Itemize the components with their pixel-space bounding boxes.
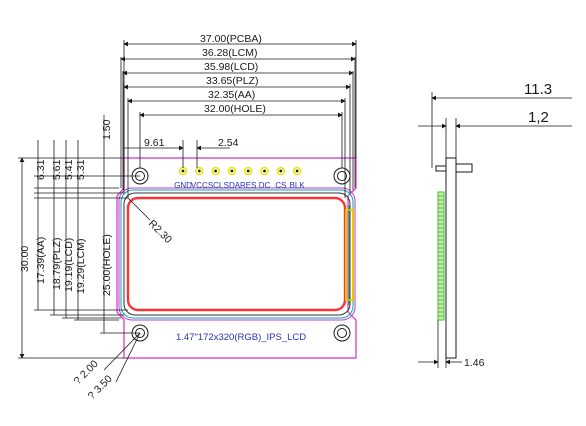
left-dimensions: 6.31 5.61 5.41 5.31 1.50 30.00 17.39(AA)… bbox=[18, 115, 140, 359]
pin-label-vcc: VCC bbox=[191, 181, 208, 190]
lcm-outline bbox=[118, 187, 356, 321]
pin-label-sda: SDA bbox=[224, 181, 241, 190]
lcd-outline bbox=[120, 189, 354, 319]
dim-561: 5.61 bbox=[51, 159, 63, 180]
dim-lcd-height: 19.19(LCD) bbox=[63, 238, 75, 292]
dim-hole: 32.00(HOLE) bbox=[204, 103, 266, 115]
pin-pad-sda bbox=[227, 166, 237, 176]
pin-hole-dc bbox=[263, 169, 266, 173]
pin-hole-res bbox=[246, 169, 250, 173]
side-board-thickness: 1.46 bbox=[464, 357, 485, 369]
dim-541: 5.41 bbox=[63, 159, 75, 180]
pin-hole-gnd bbox=[181, 169, 185, 173]
pcb-outline bbox=[116, 157, 357, 359]
dim-531: 5.31 bbox=[75, 159, 87, 180]
pin-pad-vcc bbox=[195, 166, 204, 176]
dim-pin-pitch: 2.54 bbox=[218, 137, 239, 149]
dim-pcba: 37.00(PCBA) bbox=[200, 33, 262, 45]
pin-hole-sda bbox=[230, 169, 234, 173]
active-area bbox=[126, 196, 347, 312]
pin-label-cs: CS bbox=[275, 181, 286, 190]
dim-plz: 33.65(PLZ) bbox=[206, 75, 259, 87]
pin-pad-res bbox=[244, 166, 253, 176]
side-header-pin bbox=[455, 163, 473, 173]
pin-label-scl: SCL bbox=[208, 181, 224, 190]
corner-radius-label: R2.30 bbox=[146, 218, 174, 246]
dim-total-height: 30.00 bbox=[19, 246, 31, 272]
fpc-stripes bbox=[438, 195, 444, 317]
pin-pad-blk bbox=[292, 166, 302, 176]
dim-lcm-height: 19.29(LCM) bbox=[75, 239, 87, 294]
top-dimensions: 37.00(PCBA) 36.28(LCM) 35.98(LCD) 33.65(… bbox=[120, 33, 357, 198]
side-pcb bbox=[445, 157, 457, 359]
dim-631: 6.31 bbox=[35, 159, 47, 180]
pin-label-blk: BLK bbox=[290, 181, 306, 190]
pin-hole-cs bbox=[279, 169, 283, 173]
dim-pin-offset: 9.61 bbox=[144, 137, 165, 149]
dim-aa: 32.35(AA) bbox=[208, 89, 255, 101]
pin-pad-cs bbox=[276, 166, 285, 176]
pin-pad-scl bbox=[211, 166, 220, 176]
hole-dim-outer: ? 3.50 bbox=[86, 373, 115, 402]
dim-aa-height: 17.39(AA) bbox=[35, 237, 47, 284]
dim-lcm: 36.28(LCM) bbox=[202, 47, 257, 59]
pin-hole-scl bbox=[214, 169, 218, 173]
side-view: 11.3 1,2 1.46 bbox=[418, 81, 572, 369]
pin-label-gnd: GND bbox=[174, 181, 192, 190]
plz-outline bbox=[123, 192, 351, 316]
pin-pads bbox=[178, 166, 302, 176]
pin-hole-vcc bbox=[197, 169, 201, 173]
side-total-depth: 11.3 bbox=[524, 81, 552, 98]
pin-hole-blk bbox=[295, 169, 299, 173]
mounting-hole-tr bbox=[333, 167, 351, 185]
dim-lcd: 35.98(LCD) bbox=[204, 61, 258, 73]
model-label: 1.47"172x320(RGB)_IPS_LCD bbox=[176, 332, 306, 343]
pin-pad-dc bbox=[260, 166, 269, 176]
pin-label-dc: DC bbox=[259, 181, 271, 190]
dim-150: 1.50 bbox=[101, 119, 113, 140]
dim-plz-height: 18.79(PLZ) bbox=[51, 237, 63, 290]
mounting-hole-br bbox=[333, 324, 351, 342]
dim-hole-height: 25.00(HOLE) bbox=[101, 234, 113, 296]
side-pin-depth: 1,2 bbox=[528, 109, 549, 126]
pin-label-res: RES bbox=[240, 181, 256, 190]
